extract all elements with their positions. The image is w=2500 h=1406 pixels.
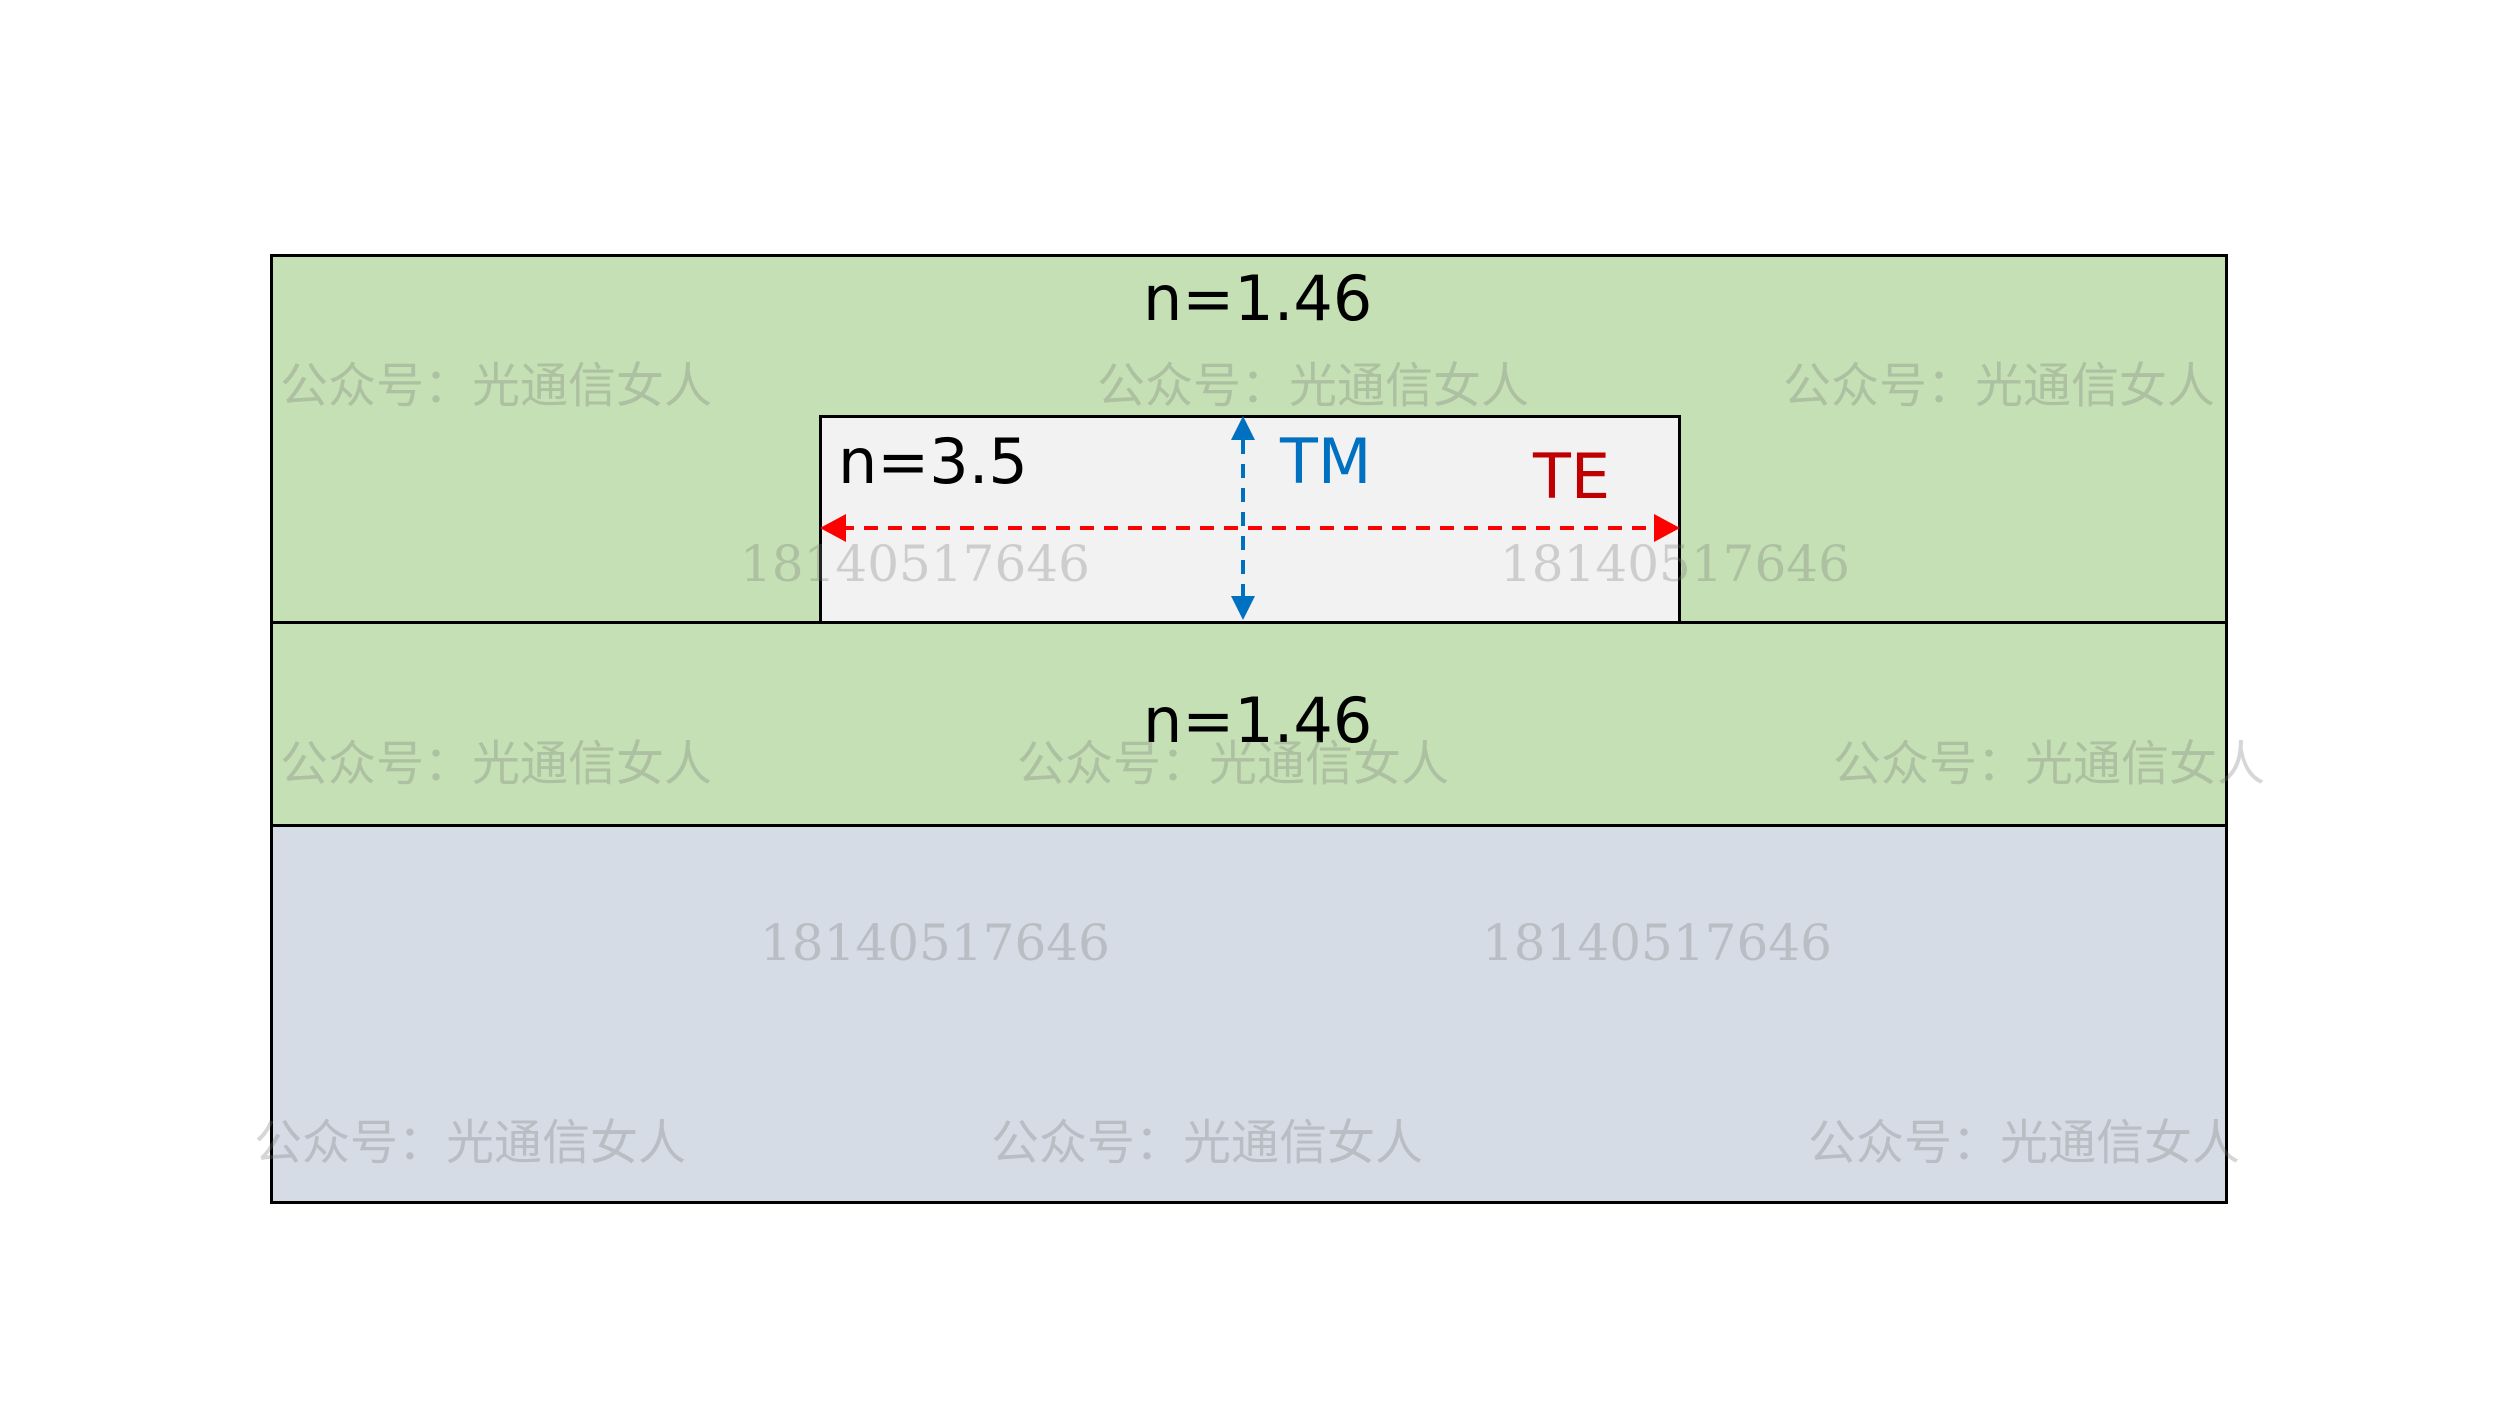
watermark-account: 公众号：光通信女人 bbox=[280, 736, 713, 792]
tm-arrowhead-down bbox=[1231, 596, 1255, 620]
lower-cladding bbox=[270, 621, 2228, 827]
upper-cladding-index-label: n=1.46 bbox=[1143, 262, 1373, 335]
lower-cladding-index-label: n=1.46 bbox=[1143, 684, 1373, 757]
watermark-account: 公众号：光通信女人 bbox=[254, 1115, 687, 1171]
substrate bbox=[270, 824, 2228, 1204]
watermark-account: 公众号：光通信女人 bbox=[1808, 1115, 2241, 1171]
watermark-phone: 18140517646 bbox=[1500, 535, 1850, 593]
tm-arrowhead-up bbox=[1231, 416, 1255, 440]
tm-label: TM bbox=[1280, 425, 1372, 498]
watermark-account: 公众号：光通信女人 bbox=[1833, 736, 2266, 792]
watermark-account: 公众号：光通信女人 bbox=[1097, 358, 1530, 414]
watermark-phone: 18140517646 bbox=[1482, 914, 1832, 972]
watermark-account: 公众号：光通信女人 bbox=[1783, 358, 2216, 414]
te-label: TE bbox=[1533, 440, 1611, 513]
te-arrowhead-right bbox=[1654, 514, 1680, 542]
waveguide-core bbox=[819, 415, 1681, 624]
te-arrowhead-left bbox=[820, 514, 846, 542]
watermark-account: 公众号：光通信女人 bbox=[280, 358, 713, 414]
core-index-label: n=3.5 bbox=[838, 425, 1028, 498]
watermark-account: 公众号：光通信女人 bbox=[991, 1115, 1424, 1171]
watermark-phone: 18140517646 bbox=[740, 535, 1090, 593]
watermark-account: 公众号：光通信女人 bbox=[1017, 736, 1450, 792]
watermark-phone: 18140517646 bbox=[760, 914, 1110, 972]
